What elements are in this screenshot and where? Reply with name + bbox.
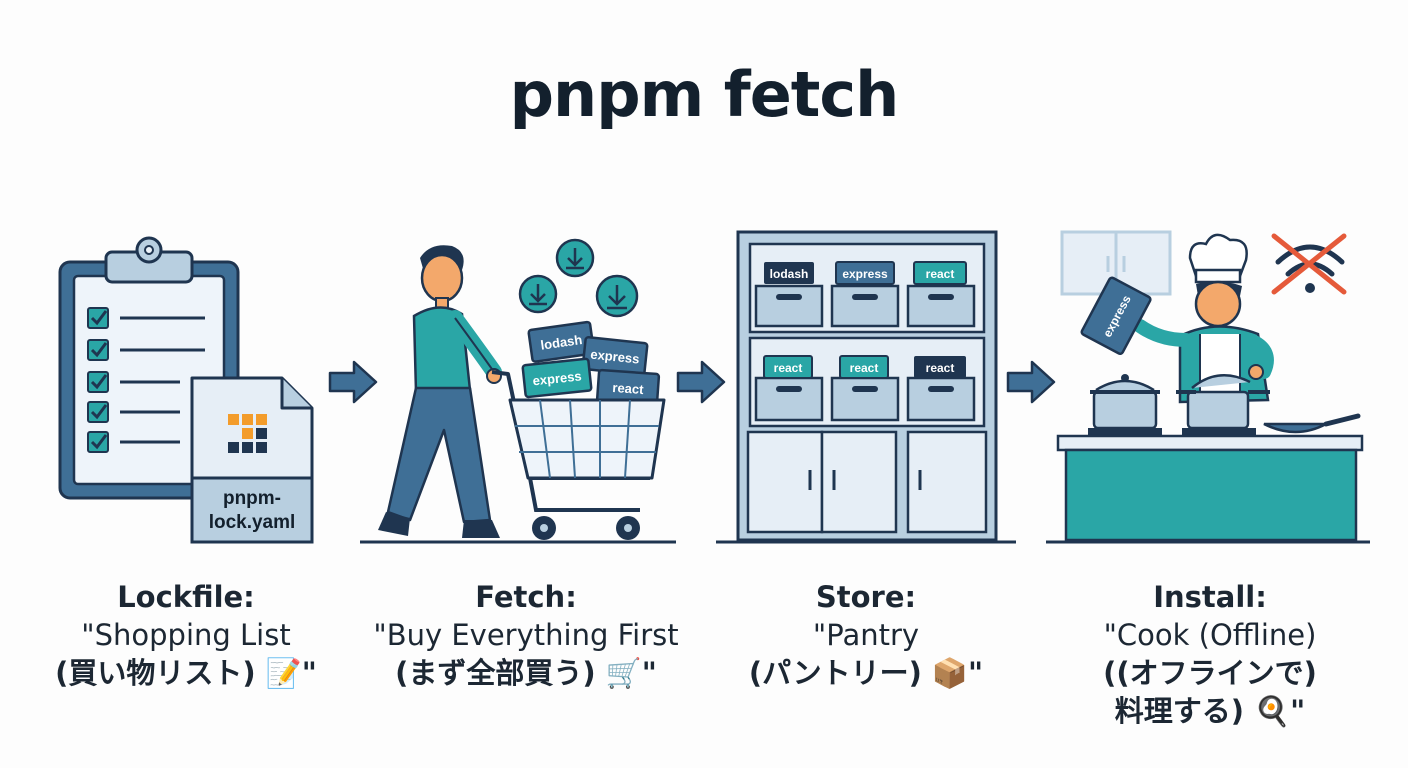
flow-arrow-icon [676, 360, 726, 404]
step-line: (買い物リスト) 📝" [55, 656, 317, 690]
checkbox-icon [87, 401, 109, 423]
step-caption-install: Install: "Cook (Offline) ((オフラインで) 料理する)… [1040, 578, 1380, 730]
store-illustration: lodash express react react react [716, 230, 1016, 544]
cooking-pot-icon [1176, 374, 1270, 436]
cooking-pot-icon [1088, 374, 1162, 436]
step-line: ((オフラインで) [1103, 656, 1317, 690]
package-label: react [926, 267, 955, 281]
step-caption-lockfile: Lockfile: "Shopping List (買い物リスト) 📝" [16, 578, 356, 692]
step-line: (パントリー) 📦" [748, 656, 984, 690]
download-icon [518, 274, 558, 314]
pantry-cabinets [746, 430, 988, 534]
lockfile-name-line-2: lock.yaml [209, 512, 296, 533]
frying-pan-icon [1263, 413, 1361, 434]
package-label: lodash [770, 267, 809, 281]
step-line: "Shopping List [81, 618, 291, 652]
package-label: react [926, 361, 955, 375]
package-label: react [612, 380, 645, 397]
cart-packages: lodash express express react [521, 320, 661, 408]
fetch-illustration: lodash express express react [360, 238, 676, 544]
lockfile-name-line-1: pnpm- [223, 488, 281, 509]
step-caption-store: Store: "Pantry (パントリー) 📦" [696, 578, 1036, 692]
download-icon [595, 274, 639, 318]
package-label: express [842, 267, 888, 281]
install-illustration: express [1046, 230, 1370, 544]
pantry-shelf-top: lodash express react [754, 261, 976, 328]
checkbox-icon [87, 339, 109, 361]
package-label: express [532, 368, 582, 388]
download-icon [555, 238, 595, 278]
step-line: "Cook (Offline) [1103, 618, 1317, 652]
diagram-title: pnpm fetch [509, 58, 900, 131]
step-line: "Pantry [812, 618, 920, 652]
step-line: 料理する) 🍳" [1114, 694, 1306, 728]
pantry-shelf-middle: react react react [754, 355, 976, 422]
checklist [87, 307, 205, 453]
checkbox-icon [87, 307, 109, 329]
package-label: react [850, 361, 879, 375]
lockfile-illustration: pnpm- lock.yaml [58, 236, 314, 544]
package-label: lodash [540, 332, 584, 353]
checkbox-icon [87, 371, 109, 393]
lockfile-document: pnpm- lock.yaml [190, 376, 314, 544]
step-line: "Buy Everything First [373, 618, 679, 652]
step-heading: Fetch: [475, 580, 577, 614]
kitchen-counter [1056, 434, 1364, 542]
held-package: express [1080, 276, 1152, 356]
step-line: (まず全部買う) 🛒" [395, 656, 657, 690]
no-wifi-icon [1271, 233, 1347, 295]
checkbox-icon [87, 431, 109, 453]
package-label: express [590, 347, 640, 367]
shopping-cart-icon [491, 370, 666, 540]
step-heading: Install: [1153, 580, 1267, 614]
pnpm-logo-icon [228, 414, 267, 453]
flow-arrow-icon [328, 360, 378, 404]
step-heading: Store: [815, 580, 917, 614]
flow-arrow-icon [1006, 360, 1056, 404]
package-label: react [774, 361, 803, 375]
shopper-person [378, 245, 502, 538]
step-heading: Lockfile: [117, 580, 255, 614]
step-caption-fetch: Fetch: "Buy Everything First (まず全部買う) 🛒" [356, 578, 696, 692]
